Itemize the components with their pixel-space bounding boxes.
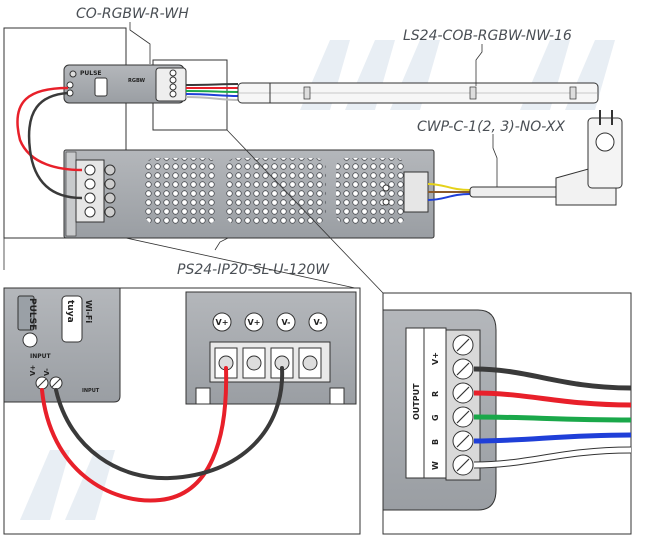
controller-output-wires — [185, 83, 239, 101]
psu-terminal-3: V- — [282, 318, 291, 327]
controller-brand: PULSE — [27, 298, 37, 330]
psu-terminal-2: V+ — [248, 318, 261, 327]
led-strip — [237, 82, 599, 104]
output-pin-b: B — [431, 439, 440, 445]
controller-input-wires-small — [16, 86, 83, 200]
output-pin-g: G — [431, 414, 440, 421]
output-wires-detail — [473, 366, 632, 444]
label-strip: LS24-COB-RGBW-NW-16 — [403, 28, 572, 44]
controller-wifi: Wi-Fi — [84, 300, 93, 323]
label-cable: CWP-C-1(2, 3)-NO-XX — [417, 119, 565, 135]
psu-terminal-4: V- — [314, 318, 323, 327]
controller-small: PULSE RGBW — [63, 64, 187, 104]
output-title: OUTPUT — [412, 383, 421, 420]
output-pin-vplus: V+ — [431, 352, 440, 365]
controller-app: tuya — [65, 300, 75, 323]
label-controller: CO-RGBW-R-WH — [76, 6, 189, 22]
projection-lines — [3, 129, 384, 294]
output-pin-r: R — [431, 391, 440, 397]
psu-terminal-1: V+ — [216, 318, 229, 327]
psu-wires-detail — [40, 366, 285, 503]
psu-terminal-detail — [185, 291, 357, 405]
white-wire — [473, 447, 632, 468]
controller-led-icon — [22, 332, 38, 348]
leader-lines — [129, 22, 498, 251]
output-block-detail — [382, 309, 497, 511]
controller-small-brand: PULSE — [80, 70, 102, 77]
controller-input-label: INPUT — [30, 353, 52, 360]
controller-input-label-2: INPUT — [82, 388, 100, 394]
detail-frame-left — [3, 287, 361, 535]
controller-vminus: V- — [43, 368, 51, 376]
mains-wires — [427, 183, 471, 201]
mains-cable — [469, 110, 623, 206]
output-pin-w: W — [431, 461, 440, 470]
label-psu: PS24-IP20-SL-U-120W — [177, 262, 330, 278]
power-supply — [63, 149, 435, 239]
controller-vplus: V+ — [29, 365, 37, 376]
controller-small-model: RGBW — [128, 78, 145, 84]
controller-detail: PULSE tuya Wi-Fi INPUT V+ V- INPUT — [3, 287, 121, 403]
